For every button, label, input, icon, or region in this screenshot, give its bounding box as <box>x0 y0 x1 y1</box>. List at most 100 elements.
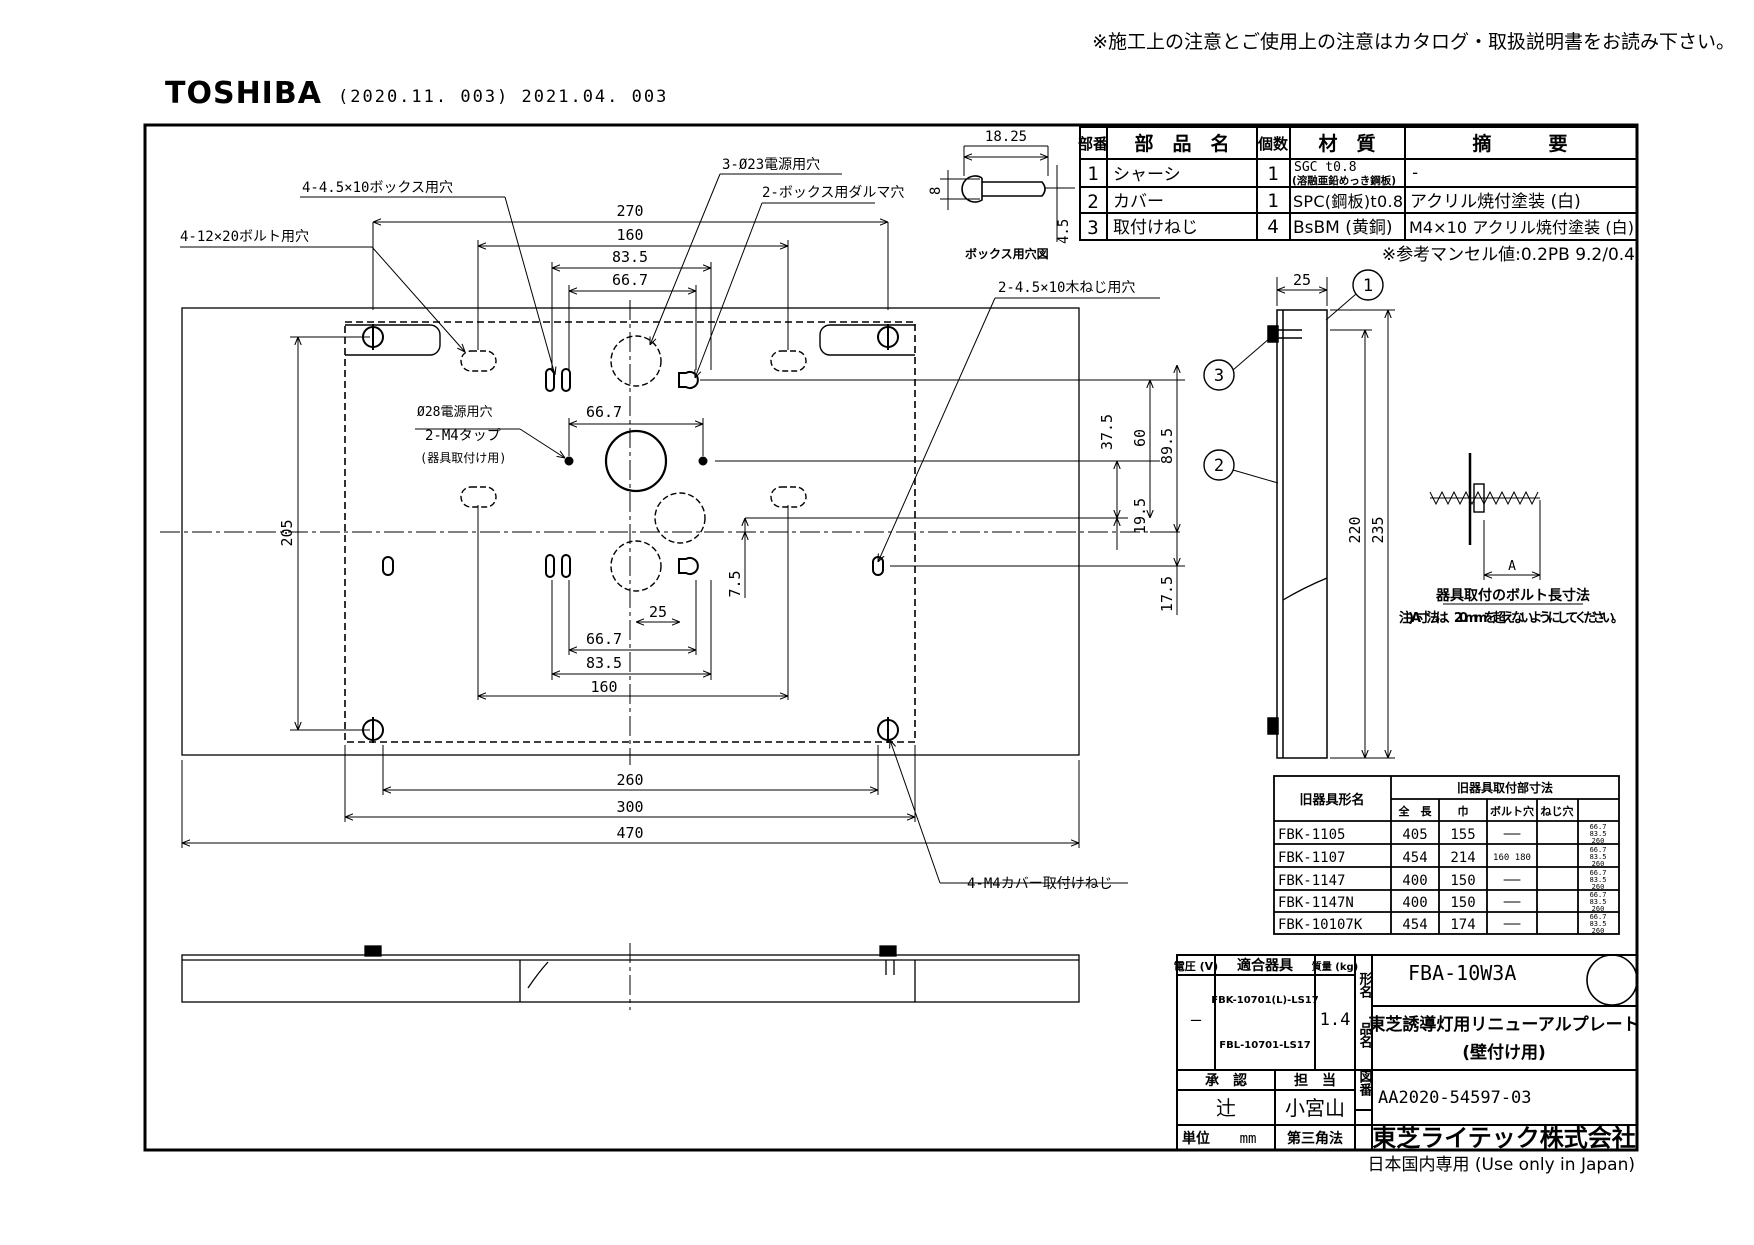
dim-17-5: 17.5 <box>1158 576 1176 612</box>
bottom-dimensions <box>181 505 1080 848</box>
top-dimensions <box>372 222 889 370</box>
dim-19-5: 19.5 <box>1131 498 1149 534</box>
tb-company: 東芝ライテック株式会社 <box>1372 1124 1636 1152</box>
old-row-screw: 83.5 <box>1590 853 1607 861</box>
old-row-screw: 260 <box>1592 837 1605 845</box>
box-hole-detail <box>940 145 1075 242</box>
part-1-material-bottom: (溶融亜鉛めっき鋼板) <box>1292 174 1396 187</box>
dim-470: 470 <box>616 824 643 842</box>
old-row-screw: 260 <box>1592 927 1605 935</box>
tb-charge-label: 担 当 <box>1294 1072 1336 1089</box>
old-row-model: FBK-1107 <box>1278 850 1345 866</box>
right-side-view <box>1203 269 1395 759</box>
old-row-model: FBK-10107K <box>1278 917 1363 933</box>
part-2-material: SPC(鋼板)t0.8 <box>1293 192 1403 211</box>
tb-voltage: — <box>1191 1010 1202 1030</box>
sheet-border <box>143 123 1639 1152</box>
box-hole-dim-8: 8 <box>928 187 944 195</box>
old-row-length: 454 <box>1402 850 1427 866</box>
notice-text: ※施工上の注意とご使用上の注意はカタログ・取扱説明書をお読み下さい。 <box>1092 31 1735 53</box>
old-row-bolt: —— <box>1504 872 1521 888</box>
old-row-bolt: 160 180 <box>1493 853 1531 863</box>
old-row-width: 214 <box>1450 850 1475 866</box>
bolt-title: 器具取付のボルト長寸法 <box>1435 587 1590 604</box>
dim-205: 205 <box>278 519 296 546</box>
dim-160-bottom: 160 <box>590 678 617 696</box>
tb-japan-only: 日本国内専用 (Use only in Japan) <box>1367 1155 1635 1175</box>
part-3-name: 取付けねじ <box>1113 218 1198 238</box>
old-row-5: FBK-10107K 454 174 —— 66.7 83.5 260 <box>1278 913 1606 935</box>
old-subheader-screw: ねじ穴 <box>1541 804 1574 818</box>
old-row-screw: 260 <box>1592 860 1605 868</box>
old-row-length: 400 <box>1402 895 1427 911</box>
tb-unit: mm <box>1240 1131 1257 1147</box>
part-2-no: 2 <box>1087 191 1098 213</box>
tb-zuban-label: 図番 <box>1357 1070 1374 1097</box>
old-row-bolt: —— <box>1504 826 1521 842</box>
callout-box-hole: 4-4.5×10ボックス用穴 <box>302 180 453 196</box>
old-row-width: 150 <box>1450 895 1475 911</box>
old-row-screw: 66.7 <box>1590 891 1607 899</box>
tb-voltage-header: 電圧 (V) <box>1174 960 1218 973</box>
callout-wood-screw: 2-4.5×10木ねじ用穴 <box>998 280 1135 296</box>
part-1-qty: 1 <box>1267 163 1278 185</box>
box-hole-dim-18-25: 18.25 <box>985 129 1027 145</box>
munsell-note: ※参考マンセル値:0.2PB 9.2/0.4 <box>1382 245 1635 265</box>
part-2-name: カバー <box>1113 192 1164 212</box>
callout-fixture-mount: (器具取付け用) <box>420 451 506 465</box>
dim-300: 300 <box>616 798 643 816</box>
old-row-screw: 83.5 <box>1590 898 1607 906</box>
dim-66-7-bottom: 66.7 <box>586 630 622 648</box>
tb-hinmei-label: 品名 <box>1357 1022 1373 1049</box>
old-row-screw: 83.5 <box>1590 920 1607 928</box>
callout-m4-tap: 2-M4タップ <box>425 428 501 444</box>
dim-270: 270 <box>616 202 643 220</box>
dim-83-5-bottom: 83.5 <box>586 654 622 672</box>
old-row-model: FBK-1105 <box>1278 827 1345 843</box>
tb-product-name-2: (壁付け用) <box>1462 1042 1546 1063</box>
tb-projection: 第三角法 <box>1287 1130 1343 1147</box>
dim-37-5: 37.5 <box>1098 414 1116 450</box>
old-row-width: 155 <box>1450 827 1475 843</box>
parts-header-no: 部番 <box>1078 135 1109 153</box>
old-row-width: 150 <box>1450 873 1475 889</box>
dim-83-5-top: 83.5 <box>612 248 648 266</box>
tb-approve-label: 承 認 <box>1205 1072 1247 1089</box>
old-row-bolt: —— <box>1504 894 1521 910</box>
parts-header-remarks: 摘 要 <box>1472 132 1567 155</box>
tb-fixture-2: FBL-10701-LS17 <box>1219 1040 1310 1051</box>
dim-89-5: 89.5 <box>1158 428 1176 464</box>
left-dimension <box>290 336 370 731</box>
bolt-label-a: A <box>1508 559 1516 574</box>
box-hole-dim-4-5: 4.5 <box>1056 219 1072 244</box>
callout-bolt-hole: 4-12×20ボルト用穴 <box>180 229 309 245</box>
balloon-2: 2 <box>1214 456 1224 476</box>
part-2-qty: 1 <box>1267 190 1278 212</box>
tb-unit-label: 単位 <box>1182 1130 1210 1147</box>
dim-25-bottom: 25 <box>649 603 667 621</box>
old-row-screw: 260 <box>1592 883 1605 891</box>
callout-power-hole-23: 3-Ø23電源用穴 <box>722 157 820 173</box>
part-3-remarks: M4×10 アクリル焼付塗装 (白) <box>1409 218 1634 237</box>
tb-designer: 小宮山 <box>1285 1096 1345 1120</box>
tb-katamei-label: 形名 <box>1357 972 1373 999</box>
bottom-side-view <box>181 943 1080 1010</box>
tb-mass: 1.4 <box>1320 1010 1351 1030</box>
old-row-model: FBK-1147N <box>1278 895 1354 911</box>
parts-table <box>1079 126 1638 241</box>
part-1-name: シャーシ <box>1113 165 1181 185</box>
dim-66-7-top: 66.7 <box>612 271 648 289</box>
part-3-material: BsBM (黄銅) <box>1293 218 1393 238</box>
parts-header-qty: 個数 <box>1257 135 1289 153</box>
old-row-screw: 83.5 <box>1590 830 1607 838</box>
old-subheader-width: 巾 <box>1458 804 1469 818</box>
old-row-width: 174 <box>1450 917 1475 933</box>
old-row-1: FBK-1105 405 155 —— 66.7 83.5 260 <box>1278 823 1606 845</box>
old-name-header: 旧器具形名 <box>1299 792 1364 808</box>
tb-mass-header: 質量 (kg) <box>1312 960 1358 973</box>
old-row-3: FBK-1147 400 150 —— 66.7 83.5 260 <box>1278 869 1606 891</box>
old-row-length: 454 <box>1402 917 1427 933</box>
old-fixture-table <box>1273 775 1620 935</box>
